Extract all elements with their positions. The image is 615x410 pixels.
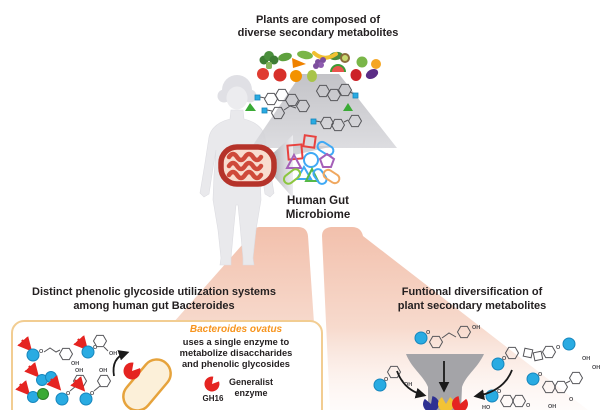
description-line3: and phenolic glycosides	[182, 358, 290, 369]
species-description: uses a single enzyme to metabolize disac…	[167, 337, 305, 369]
chem-label: O	[569, 397, 574, 403]
yellow-enzyme-icon	[438, 397, 454, 410]
generalist-enzyme-label: Generalist enzyme	[221, 377, 281, 398]
chem-label: O	[93, 345, 98, 351]
left-heading-line2: among human gut Bacteroides	[73, 299, 235, 312]
chem-label: HO	[482, 405, 491, 410]
top-title-line2: diverse secondary metabolites	[237, 27, 399, 39]
chem-label: OH	[592, 365, 600, 371]
top-title-line1: Plants are composed of	[255, 14, 381, 26]
description-line2: metabolize disaccharides	[179, 347, 293, 358]
chem-label: OH	[582, 356, 590, 362]
top-title: Plants are composed of diverse secondary…	[193, 14, 443, 40]
chem-label: O	[426, 330, 431, 336]
chem-label: O	[502, 356, 507, 362]
chem-label: OH	[548, 404, 556, 410]
gh16-enzyme-icon	[204, 376, 220, 392]
chem-label: OH	[71, 361, 79, 367]
right-heading-line1: Funtional diversification of	[401, 286, 543, 298]
chem-label: OH	[109, 351, 117, 357]
chem-label: OH	[99, 368, 107, 374]
red-enzyme-icon	[452, 396, 468, 410]
navy-enzyme-icon	[423, 396, 439, 410]
enzyme-id-label: GH16	[202, 394, 224, 403]
generalist-enzyme-action	[112, 350, 141, 380]
gut-label-line1: Human Gut	[287, 195, 349, 207]
left-section-heading: Distinct phenolic glycoside utilization …	[8, 286, 300, 313]
chem-label: O	[384, 377, 389, 383]
left-panel-substrates: O OH O OH OH O OH O	[15, 334, 117, 406]
gut-icon	[218, 144, 277, 187]
chem-label: O	[497, 389, 502, 395]
chem-label: OH	[75, 368, 83, 374]
right-heading-line2: plant secondary metabolites	[397, 299, 547, 312]
species-name: Bacteroides ovatus	[189, 324, 283, 335]
chem-label: OH	[404, 382, 412, 388]
gut-label-line2: Microbiome	[285, 208, 351, 221]
right-panel-structures: O OH OH O OH O O O OH OH OH O O O HO	[373, 325, 600, 410]
chem-label: O	[90, 391, 95, 397]
chem-label: O	[66, 391, 71, 397]
metabolite-structures-top	[245, 83, 362, 132]
right-section-heading: Funtional diversification of plant secon…	[377, 286, 567, 313]
chem-label: O	[39, 349, 44, 355]
diversification-funnel	[396, 354, 513, 410]
microbiome-shapes	[282, 134, 341, 185]
chem-label: O	[556, 345, 561, 351]
enzyme-label-line2: enzyme	[234, 387, 268, 398]
enzyme-pacman-icon	[123, 362, 141, 380]
enzyme-label-line1: Generalist	[228, 377, 274, 387]
produce-illustration	[257, 50, 381, 82]
description-line1: uses a single enzyme to	[182, 337, 290, 347]
left-heading-line1: Distinct phenolic glycoside utilization …	[32, 286, 276, 298]
chem-label: O	[526, 403, 531, 409]
chem-label: OH	[472, 325, 480, 331]
gut-microbiome-label: Human Gut Microbiome	[263, 195, 373, 222]
chem-label: O	[538, 372, 543, 378]
